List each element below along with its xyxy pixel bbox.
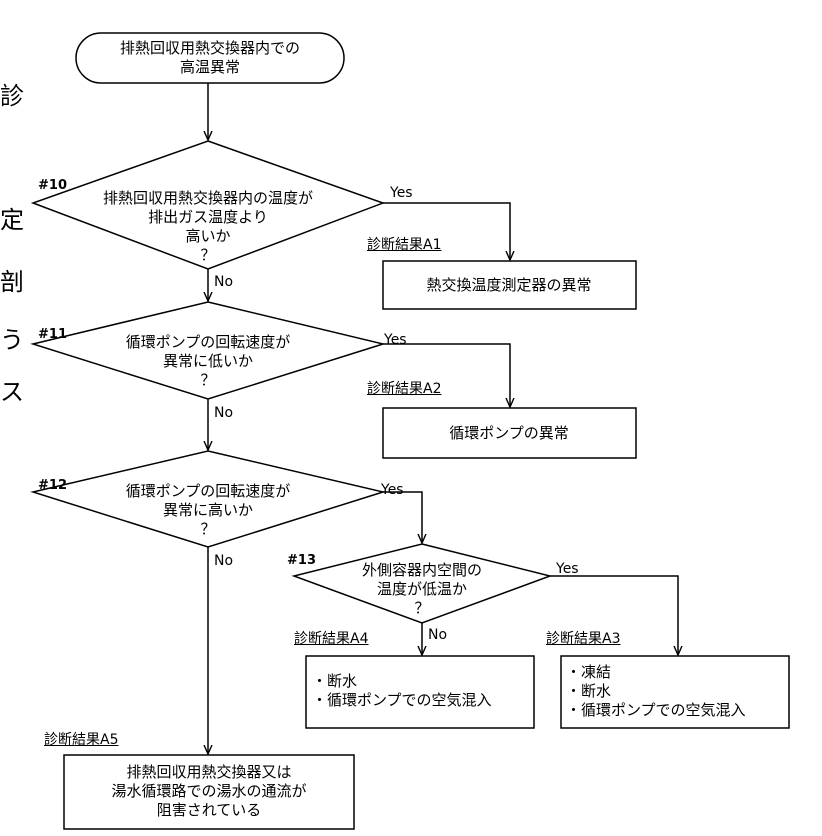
result-a4-line-1: ・断水 bbox=[312, 672, 358, 690]
decision-11-yes: Yes bbox=[384, 332, 407, 348]
decision-12-number: #12 bbox=[38, 478, 67, 493]
decision-12-text: 循環ポンプの回転速度が 異常に高いか ？ bbox=[126, 482, 291, 539]
decision-10-number: #10 bbox=[38, 178, 67, 193]
result-a3-line-1: ・凍結 bbox=[566, 663, 612, 681]
arrow-d12-d13 bbox=[383, 491, 422, 543]
decision-11-number: #11 bbox=[38, 327, 67, 342]
decision-10-no: No bbox=[214, 274, 234, 290]
result-a3-label: 診断結果A3 bbox=[546, 631, 621, 647]
result-a1-label: 診断結果A1 bbox=[367, 237, 442, 253]
result-a4-box bbox=[305, 655, 535, 729]
decision-12-line-1: 循環ポンプの回転速度が bbox=[125, 482, 291, 500]
result-a3-text: ・凍結 ・断水 ・循環ポンプでの空気混入 bbox=[566, 663, 746, 720]
decision-13-question: ？ bbox=[414, 599, 430, 617]
decision-10-line-2: 排出ガス温度より bbox=[148, 208, 268, 226]
decision-12-yes: Yes bbox=[381, 482, 404, 498]
result-a4-text: ・断水 ・循環ポンプでの空気混入 bbox=[312, 672, 492, 710]
result-a3-line-2: ・断水 bbox=[566, 682, 612, 700]
decision-12-line-2: 異常に高いか bbox=[162, 501, 253, 519]
decision-12-question: ？ bbox=[200, 520, 216, 538]
decision-13-line-2: 温度が低温か bbox=[376, 580, 468, 598]
decision-10-text: 排熱回収用熱交換器内の温度が 排出ガス温度より 高いか ？ bbox=[103, 189, 313, 265]
decision-12-no: No bbox=[214, 553, 234, 569]
decision-11-question: ？ bbox=[200, 371, 216, 389]
arrow-d13-a3 bbox=[550, 575, 678, 655]
decision-13-line-1: 外側容器内空間の bbox=[361, 561, 483, 579]
start-terminal bbox=[75, 32, 345, 84]
arrow-d11-a2 bbox=[383, 343, 510, 407]
side-char-3: 剖 bbox=[0, 268, 24, 296]
side-char-2: 定 bbox=[0, 206, 24, 234]
result-a5-line-2: 湯水循環路での湯水の通流が bbox=[111, 782, 307, 800]
side-char-4: う bbox=[0, 326, 24, 354]
decision-11-line-2: 異常に低いか bbox=[162, 352, 253, 370]
result-a2-box bbox=[382, 407, 637, 459]
result-a1-text: 熱交換温度測定器の異常 bbox=[426, 276, 592, 294]
arrow-d10-a1 bbox=[383, 202, 510, 260]
decision-10-yes: Yes bbox=[390, 185, 413, 201]
start-text: 排熱回収用熱交換器内での 高温異常 bbox=[120, 39, 300, 77]
result-a4-label: 診断結果A4 bbox=[294, 631, 369, 647]
start-line-2: 高温異常 bbox=[179, 58, 241, 76]
result-a3-line-3: ・循環ポンプでの空気混入 bbox=[566, 701, 746, 719]
start-line-1: 排熱回収用熱交換器内での bbox=[119, 39, 301, 57]
result-a4-line-2: ・循環ポンプでの空気混入 bbox=[312, 691, 492, 709]
side-char-1: 診 bbox=[0, 82, 24, 110]
decision-10-line-3: 高いか bbox=[185, 227, 231, 245]
result-a5-line-1: 排熱回収用熱交換器又は bbox=[126, 763, 292, 781]
decision-13-no: No bbox=[428, 627, 448, 643]
decision-10-line-1: 排熱回収用熱交換器内の温度が bbox=[102, 189, 314, 207]
result-a5-line-3: 阻害されている bbox=[156, 801, 262, 819]
decision-13-number: #13 bbox=[287, 553, 316, 568]
decision-11-text: 循環ポンプの回転速度が 異常に低いか ？ bbox=[126, 333, 291, 390]
result-a5-box bbox=[63, 754, 355, 830]
decision-13-yes: Yes bbox=[556, 561, 579, 577]
result-a5-label: 診断結果A5 bbox=[44, 732, 119, 748]
result-a2-label: 診断結果A2 bbox=[367, 381, 442, 397]
decision-10-question: ？ bbox=[200, 246, 216, 264]
decision-11-line-1: 循環ポンプの回転速度が bbox=[125, 333, 291, 351]
result-a1-box bbox=[382, 260, 637, 310]
decision-13-text: 外側容器内空間の 温度が低温か ？ bbox=[362, 561, 482, 618]
side-char-5: ス bbox=[0, 378, 24, 406]
decision-11-no: No bbox=[214, 405, 234, 421]
result-a3-box bbox=[560, 655, 790, 729]
result-a5-text: 排熱回収用熱交換器又は 湯水循環路での湯水の通流が 阻害されている bbox=[111, 763, 306, 820]
result-a2-text: 循環ポンプの異常 bbox=[449, 424, 569, 442]
